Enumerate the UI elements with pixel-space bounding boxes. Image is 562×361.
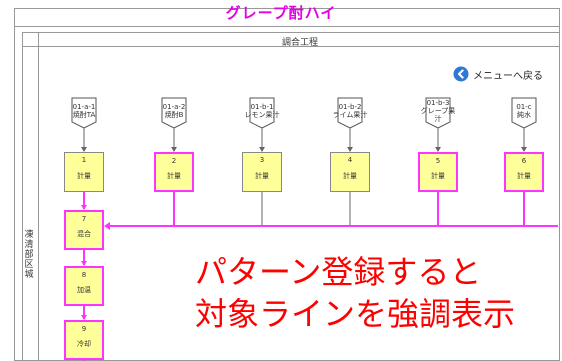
step-name: 加温 xyxy=(77,286,91,294)
process-arrow-head xyxy=(81,261,87,266)
material-arrow-head xyxy=(259,147,265,152)
material-code: 01-a-1 xyxy=(72,103,96,111)
material-code: 01-b-2 xyxy=(338,103,362,111)
material-arrow-head xyxy=(435,147,441,152)
material-name: 焼酎B xyxy=(164,111,184,119)
measure-step-box[interactable]: 4 計量 xyxy=(330,152,370,192)
step-name: 計量 xyxy=(343,172,357,180)
step-number: 1 xyxy=(81,156,87,164)
process-step-box[interactable]: 8 加温 xyxy=(64,266,104,306)
material-code: 01-b-1 xyxy=(250,103,274,111)
step-number: 3 xyxy=(259,156,265,164)
measure-step-box[interactable]: 1 計量 xyxy=(64,152,104,192)
step-name: 計量 xyxy=(255,172,269,180)
material-code: 01-a-2 xyxy=(162,103,186,111)
step-number: 2 xyxy=(171,157,177,165)
lane-label-text: 凍 清 部 区 城 xyxy=(24,230,34,280)
back-arrow-icon xyxy=(453,66,469,82)
measure-step-box[interactable]: 3 計量 xyxy=(242,152,282,192)
material-arrow-head xyxy=(171,147,177,152)
annotation-line-1: パターン登録すると xyxy=(195,253,482,291)
annotation-line-2: 対象ラインを強調表示 xyxy=(195,295,516,333)
material-node-shape xyxy=(425,97,451,129)
material-name: 焼酎TA xyxy=(72,111,96,119)
step-name: 冷却 xyxy=(77,340,91,348)
process-arrow-head xyxy=(81,315,87,320)
page-title: グレープ酎ハイ xyxy=(225,4,337,22)
step-number: 7 xyxy=(81,215,87,223)
material-arrow-head xyxy=(81,147,87,152)
merge-arrow-head xyxy=(104,222,110,230)
step-name: 計量 xyxy=(431,172,445,180)
material-node-shape xyxy=(71,97,97,129)
measure-step-box[interactable]: 6 計量 xyxy=(504,152,544,192)
lane-label: 凍 清 部 区 城 xyxy=(22,230,36,280)
material-node-shape xyxy=(511,97,537,129)
material-node-shape xyxy=(249,97,275,129)
material-arrow-head xyxy=(521,147,527,152)
measure-step-box[interactable]: 2 計量 xyxy=(154,152,194,192)
back-to-menu-button[interactable]: メニューへ戻る xyxy=(453,66,543,82)
material-name: ライム果汁 xyxy=(332,111,368,119)
process-step-box[interactable]: 7 混合 xyxy=(64,210,104,250)
material-code: 01-b-3 xyxy=(426,99,450,107)
material-name: 純水 xyxy=(517,111,531,119)
step-number: 6 xyxy=(521,157,527,165)
step-number: 4 xyxy=(347,156,353,164)
step-number: 5 xyxy=(435,157,441,165)
material-node-shape xyxy=(337,97,363,129)
material-name: グレープ果汁 xyxy=(420,107,456,123)
step-number: 8 xyxy=(81,271,87,279)
back-to-menu-label: メニューへ戻る xyxy=(473,70,543,82)
material-code: 01-c xyxy=(516,103,532,111)
process-step-box[interactable]: 9 冷却 xyxy=(64,320,104,360)
material-arrow-head xyxy=(347,147,353,152)
step-name: 計量 xyxy=(77,172,91,180)
step-number: 9 xyxy=(81,325,87,333)
material-name: レモン果汁 xyxy=(244,111,280,119)
step-name: 計量 xyxy=(167,172,181,180)
material-node-shape xyxy=(161,97,187,129)
step-name: 混合 xyxy=(77,230,91,238)
measure-step-box[interactable]: 5 計量 xyxy=(418,152,458,192)
process-header: 調合工程 xyxy=(281,38,318,48)
measure-arrow-head xyxy=(81,205,87,210)
step-name: 計量 xyxy=(517,172,531,180)
